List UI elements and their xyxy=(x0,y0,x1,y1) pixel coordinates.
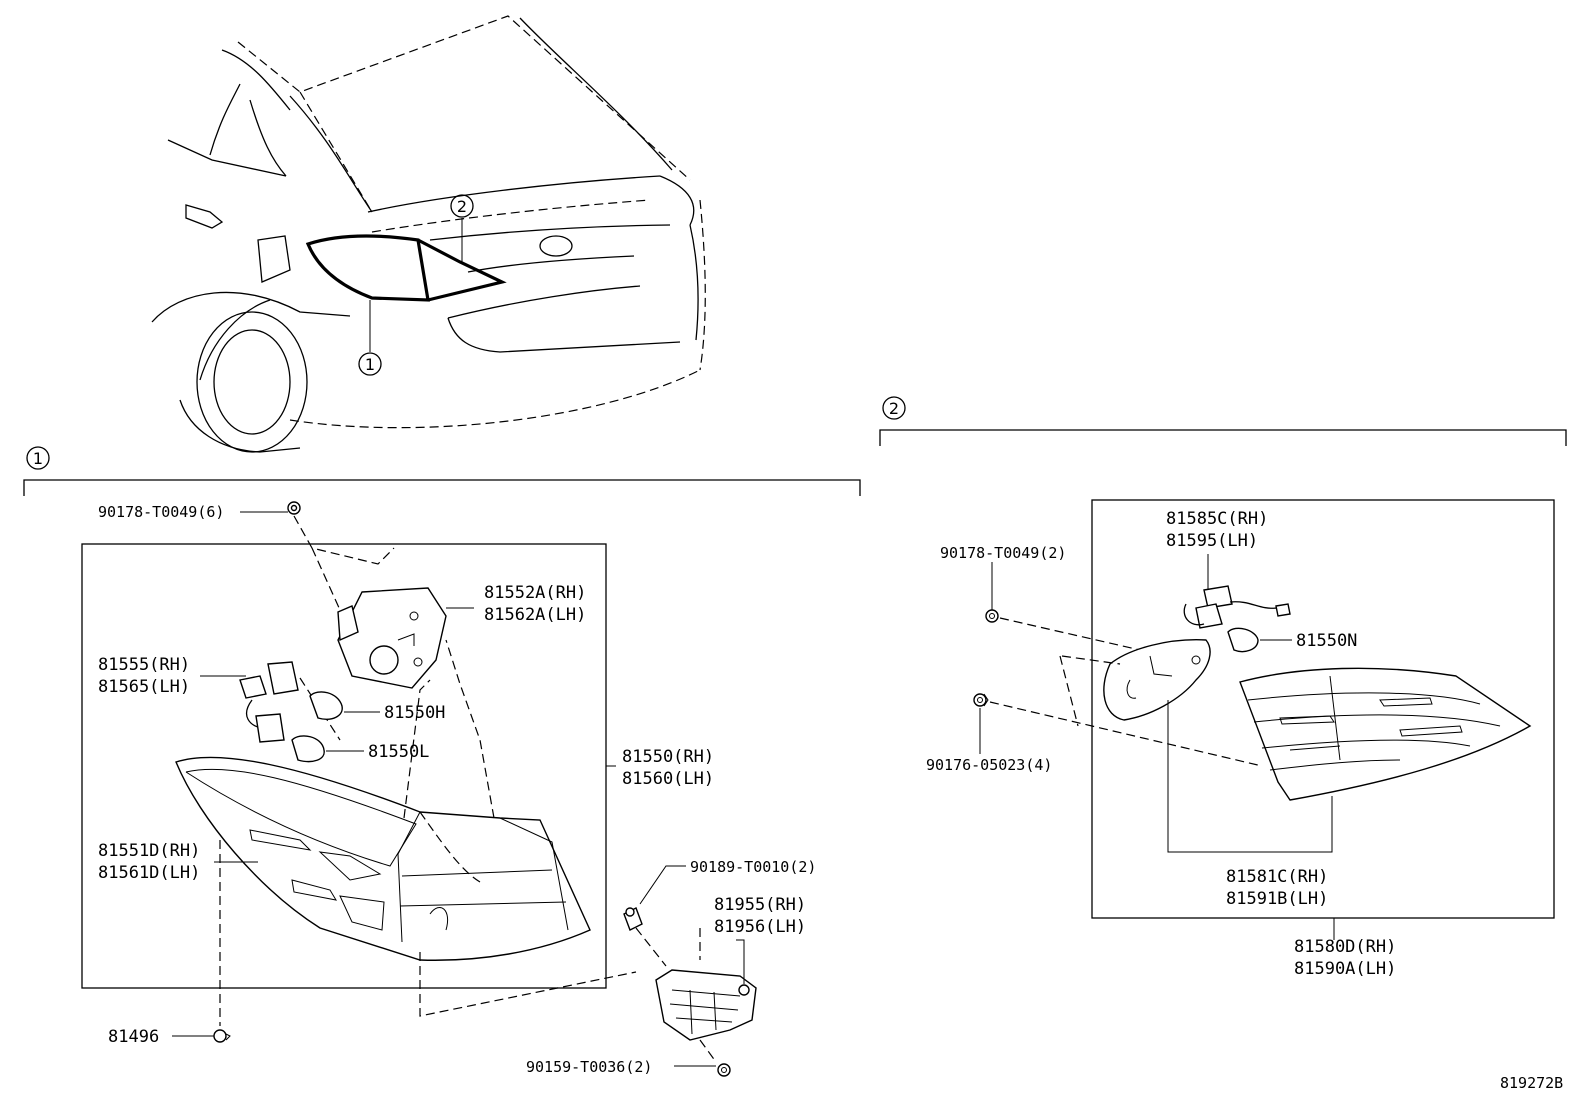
figure-code: 819272B xyxy=(1500,1074,1563,1092)
socket-wire-2 xyxy=(1183,554,1292,653)
bracket-1 xyxy=(655,939,757,1063)
part-screw-top-2: 90178-T0049(2) xyxy=(940,544,1066,562)
socket-wire-1 xyxy=(200,661,341,743)
part-socket-lh-1: 81565(LH) xyxy=(98,677,190,697)
part-bulb-h-1: 81550H xyxy=(384,703,445,723)
part-assy-rh-2: 81580D(RH) xyxy=(1294,937,1396,957)
part-lens-lh-2: 81591B(LH) xyxy=(1226,889,1328,909)
part-bracket-lh-1: 81956(LH) xyxy=(714,917,806,937)
part-gasket-lh-1: 81562A(LH) xyxy=(484,605,586,625)
part-gasket-rh-1: 81552A(RH) xyxy=(484,583,586,603)
overview-callout-1: 1 xyxy=(358,352,382,376)
svg-text:1: 1 xyxy=(365,355,375,374)
overview-callout-2: 2 xyxy=(450,194,474,218)
screw-mid-1 xyxy=(623,865,686,967)
part-bulb-l-1: 81550L xyxy=(368,742,429,762)
car-rear-overview xyxy=(151,15,706,453)
bulb-l-1 xyxy=(291,735,364,763)
part-nut-2: 90176-05023(4) xyxy=(926,756,1052,774)
gasket-1 xyxy=(337,587,474,689)
part-socket-rh-2: 81585C(RH) xyxy=(1166,509,1268,529)
section-2-header: 2 xyxy=(879,396,1567,446)
inner-lamp-lens-2 xyxy=(1239,667,1532,801)
section-2-assembly-box xyxy=(1091,499,1555,919)
part-lens-rh-1: 81551D(RH) xyxy=(98,841,200,861)
part-clip-bottom-1: 81496 xyxy=(108,1027,159,1047)
screw-top-1 xyxy=(240,501,395,611)
nut-2 xyxy=(973,693,1263,767)
svg-text:2: 2 xyxy=(457,197,467,216)
part-screw-mid-1: 90189-T0010(2) xyxy=(690,858,816,876)
svg-text:2: 2 xyxy=(889,399,899,418)
gasket-2 xyxy=(1059,639,1211,727)
part-lens-lh-1: 81561D(LH) xyxy=(98,863,200,883)
screw-top-2 xyxy=(985,562,1141,651)
part-socket-rh-1: 81555(RH) xyxy=(98,655,190,675)
svg-text:1: 1 xyxy=(33,449,43,468)
section-1-header: 1 xyxy=(23,446,861,496)
part-socket-lh-2: 81595(LH) xyxy=(1166,531,1258,551)
rear-lamp-lens-1 xyxy=(175,639,591,961)
part-lens-rh-2: 81581C(RH) xyxy=(1226,867,1328,887)
bulb-h-1 xyxy=(309,691,380,720)
part-assy-rh-1: 81550(RH) xyxy=(622,747,714,767)
part-bulb-2: 81550N xyxy=(1296,631,1357,651)
clip-81496 xyxy=(172,1029,231,1043)
part-screw-top-1: 90178-T0049(6) xyxy=(98,503,224,521)
part-assy-lh-2: 81590A(LH) xyxy=(1294,959,1396,979)
part-bracket-rh-1: 81955(RH) xyxy=(714,895,806,915)
screw-bottom-1 xyxy=(674,1063,731,1077)
part-screw-bottom-1: 90159-T0036(2) xyxy=(526,1058,652,1076)
part-assy-lh-1: 81560(LH) xyxy=(622,769,714,789)
